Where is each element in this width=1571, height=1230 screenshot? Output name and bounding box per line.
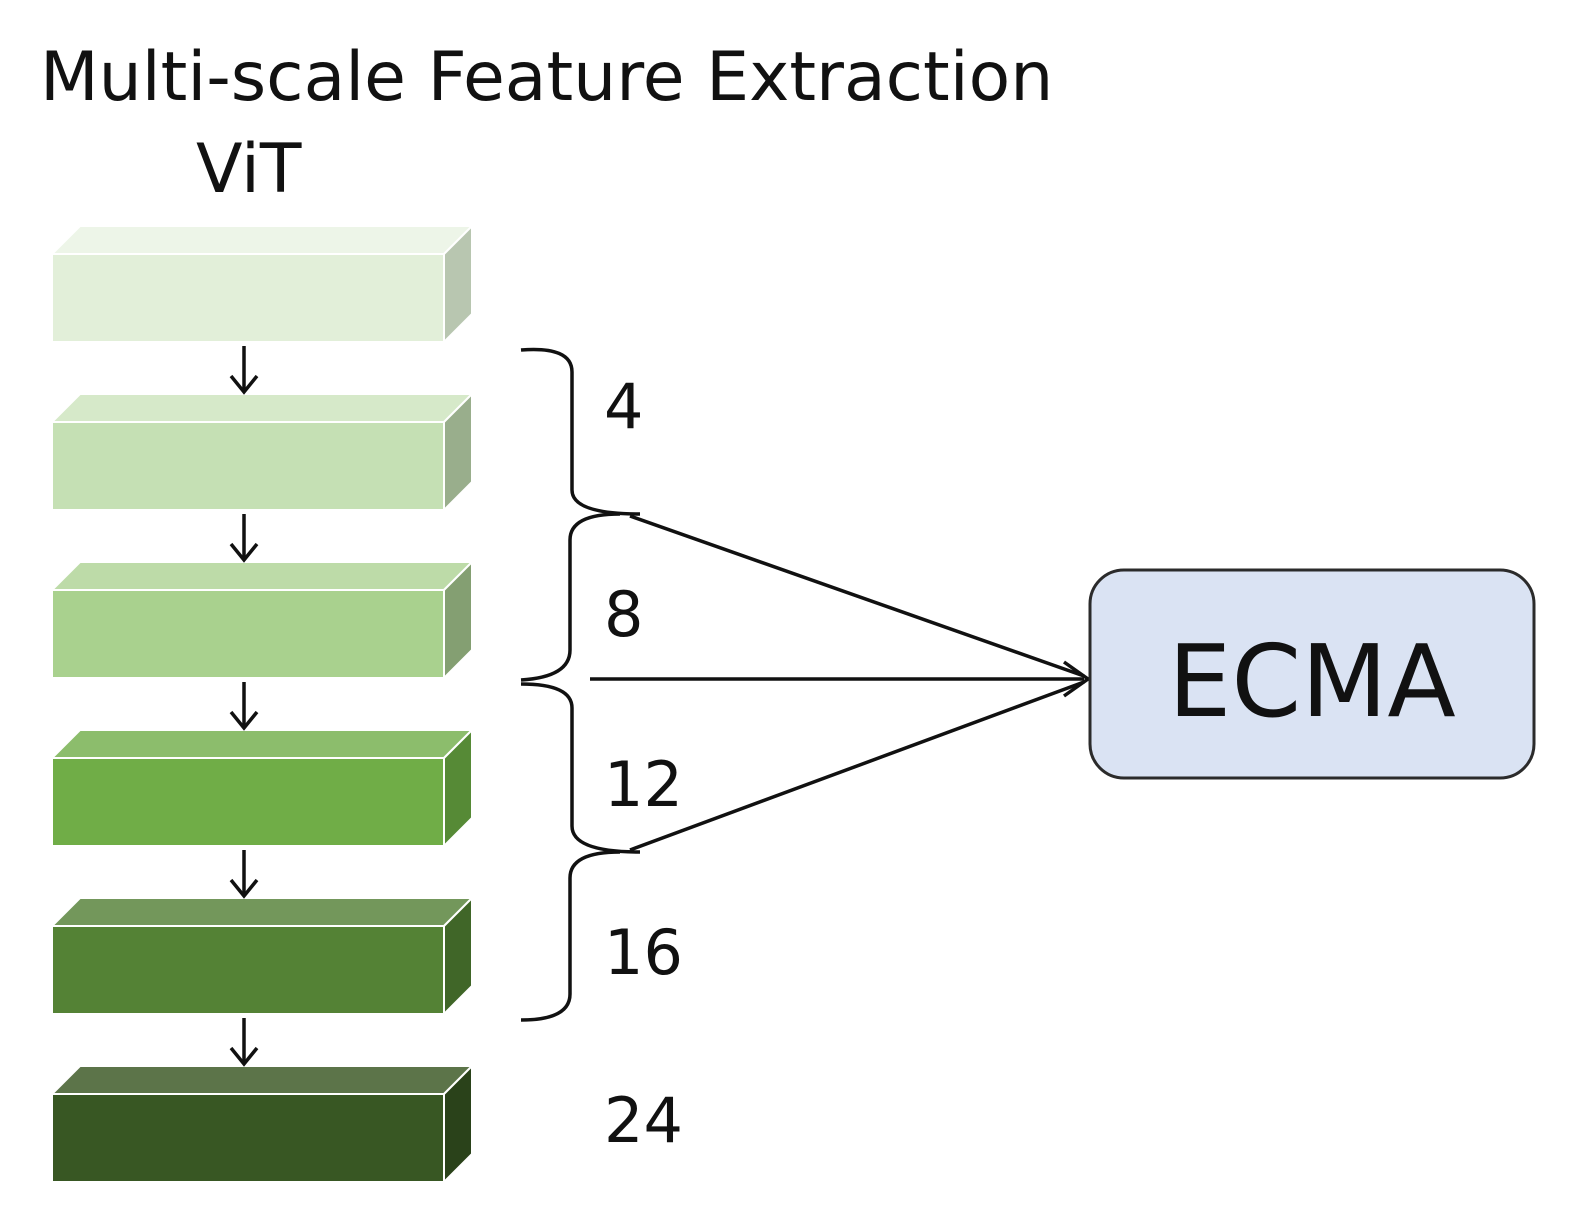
down-arrow-head: [229, 878, 259, 899]
layer-front-face: [51, 757, 445, 847]
vit-layer-block: [49, 559, 475, 681]
vit-layer-block: [49, 391, 475, 513]
ecma-module: ECMA: [1088, 568, 1536, 780]
layer-label-16: 16: [604, 916, 683, 989]
connector-upper: [629, 514, 1085, 678]
down-arrow: [229, 1018, 259, 1067]
connector-lower: [629, 680, 1085, 852]
layer-group-braces: [520, 347, 641, 1022]
layer-arrows: [229, 346, 259, 1067]
down-arrow-head: [229, 710, 259, 731]
brace-group-4: [520, 850, 621, 1022]
ecma-box: [1088, 568, 1536, 780]
down-arrow-head: [229, 1046, 259, 1067]
layer-top-face: [49, 1065, 475, 1095]
layer-label-8: 8: [604, 578, 643, 651]
down-arrow: [229, 682, 259, 731]
layer-top-face: [49, 729, 475, 759]
layer-label-4: 4: [604, 370, 643, 443]
layer-top-face: [49, 897, 475, 927]
layer-front-face: [51, 1093, 445, 1183]
layer-top-face: [49, 561, 475, 591]
down-arrow: [229, 514, 259, 563]
brace-group-1: [520, 347, 641, 516]
layer-top-face: [49, 393, 475, 423]
layer-front-face: [51, 925, 445, 1015]
brace-group-3: [520, 682, 641, 854]
layer-label-24: 24: [604, 1084, 683, 1157]
vit-layer-block: [49, 895, 475, 1017]
down-arrow: [229, 850, 259, 899]
vit-layer-stack: [49, 223, 475, 1185]
vit-layer-block: [49, 223, 475, 345]
diagram-title: Multi-scale Feature Extraction: [40, 38, 1053, 117]
layer-front-face: [51, 253, 445, 343]
vit-label: ViT: [196, 130, 302, 209]
layer-label-12: 12: [604, 748, 683, 821]
layer-front-face: [51, 589, 445, 679]
down-arrow-head: [229, 542, 259, 563]
connector-arrowhead: [1062, 660, 1092, 698]
brace-group-2: [520, 512, 621, 682]
down-arrow: [229, 346, 259, 395]
vit-layer-block: [49, 727, 475, 849]
layer-front-face: [51, 421, 445, 511]
ecma-label: ECMA: [1168, 623, 1456, 740]
vit-layer-block: [49, 1063, 475, 1185]
ecma-connectors: [590, 514, 1092, 852]
down-arrow-head: [229, 374, 259, 395]
layer-top-face: [49, 225, 475, 255]
